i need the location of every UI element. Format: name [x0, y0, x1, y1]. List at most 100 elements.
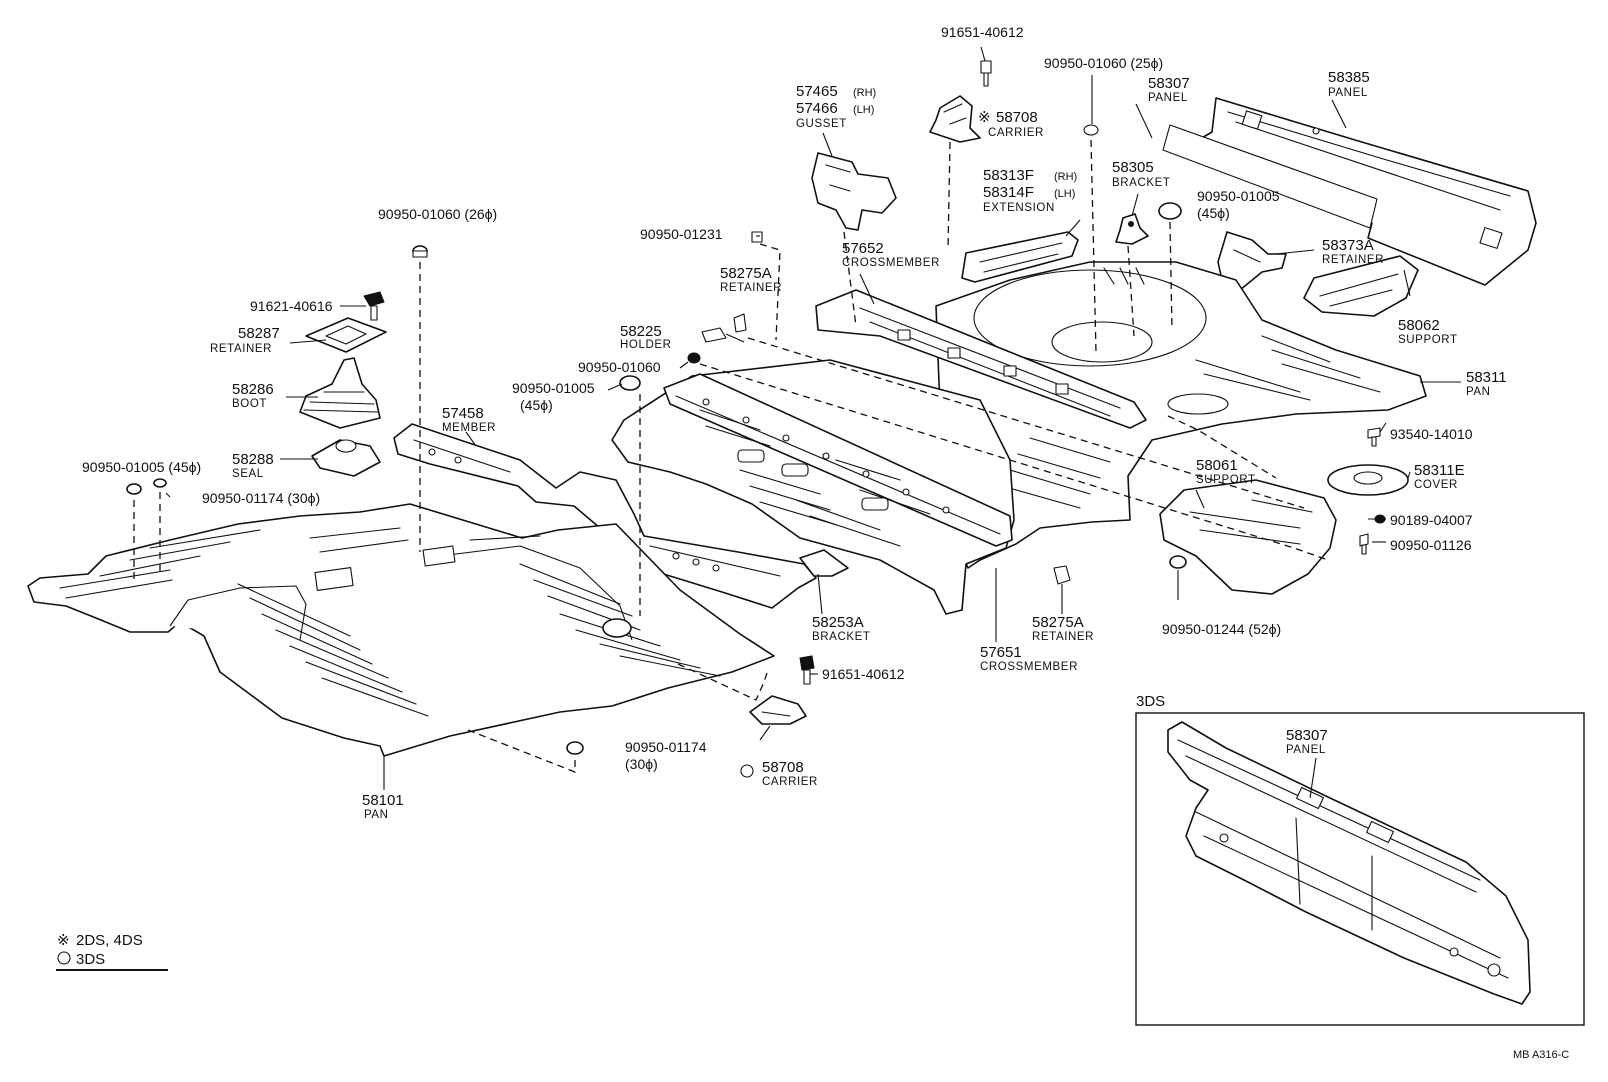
callout-90950-01005-mid: 90950-01005 — [512, 380, 595, 396]
circle-mark — [740, 764, 754, 778]
rear-panel-58385 — [1162, 97, 1537, 286]
label-bracket-top: BRACKET — [1112, 177, 1171, 189]
callout-90950-01005-top: 90950-01005 — [1197, 188, 1280, 204]
callout-58314F: 58314F — [983, 184, 1034, 201]
callout-58311E: 58311E — [1414, 462, 1465, 479]
callout-58101: 58101 — [362, 792, 404, 809]
inset-frame — [1135, 712, 1585, 1026]
label-boot: BOOT — [232, 398, 267, 410]
legend-asterisk-symbol: ※ — [57, 932, 70, 949]
label-holder: HOLDER — [620, 339, 672, 351]
callout-57465-side: (RH) — [853, 87, 876, 99]
member-57458 — [393, 423, 817, 609]
callout-90950-01060-25: 90950-01060 (25ϕ) — [1044, 55, 1163, 71]
callout-58708-bot: 58708 — [762, 759, 804, 776]
callout-45-mid: (45ϕ) — [520, 397, 553, 413]
callout-90950-01174-top: 90950-01174 (30ϕ) — [202, 490, 320, 506]
carrier-58708-top — [929, 60, 992, 143]
callout-90950-01231: 90950-01231 — [640, 226, 723, 242]
callout-93540-14010: 93540-14010 — [1390, 426, 1473, 442]
callout-58253A: 58253A — [812, 614, 864, 631]
callout-30-bot: (30ϕ) — [625, 756, 658, 772]
inset-panel-58307 — [1167, 721, 1531, 1005]
label-support-mid: SUPPORT — [1196, 474, 1256, 486]
callout-58708-top: 58708 — [996, 109, 1038, 126]
callout-58313F: 58313F — [983, 167, 1034, 184]
inset-title: 3DS — [1136, 693, 1165, 710]
callout-58288: 58288 — [232, 451, 274, 468]
callout-57652: 57652 — [842, 240, 884, 257]
label-cover: COVER — [1414, 479, 1458, 491]
label-retainer-bot: RETAINER — [1032, 631, 1094, 643]
plug-30-left — [153, 478, 167, 488]
label-panel-a: PANEL — [1148, 92, 1188, 104]
bolt-91651-bottom — [799, 655, 815, 685]
label-retainer-left: RETAINER — [210, 343, 272, 355]
retainer-58275A-bot — [1053, 565, 1071, 585]
callout-58385: 58385 — [1328, 69, 1370, 86]
support-58061 — [1159, 479, 1337, 595]
callout-58373A: 58373A — [1322, 237, 1374, 254]
inset-3ds: 3DS 58307 PANEL — [1135, 693, 1585, 1026]
label-seal: SEAL — [232, 468, 264, 480]
callout-45-top: (45ϕ) — [1197, 205, 1230, 221]
plug-26 — [412, 245, 428, 258]
label-crossmember-top: CROSSMEMBER — [842, 257, 940, 269]
callout-58287: 58287 — [238, 325, 280, 342]
callout-91621-40616: 91621-40616 — [250, 298, 333, 314]
callout-90950-01005-left: 90950-01005 (45ϕ) — [82, 459, 201, 475]
label-carrier-bot: CARRIER — [762, 776, 818, 788]
callout-91651-40612-bot: 91651-40612 — [822, 666, 905, 682]
callout-58275A-top: 58275A — [720, 265, 772, 282]
legend-circle-text: 3DS — [76, 951, 105, 968]
asterisk-mark: ※ — [978, 109, 991, 126]
retainer-58373A — [1217, 231, 1287, 291]
legend-asterisk-text: 2DS, 4DS — [76, 932, 143, 949]
seal-58288 — [311, 439, 381, 477]
label-extension: EXTENSION — [983, 202, 1055, 214]
support-58062 — [1303, 255, 1419, 317]
bolt-91621 — [363, 291, 385, 321]
retainer-58287 — [305, 317, 387, 353]
callout-57465: 57465 — [796, 83, 838, 100]
screw-90950-01126 — [1359, 533, 1369, 555]
label-carrier-top: CARRIER — [988, 127, 1044, 139]
callout-58062: 58062 — [1398, 317, 1440, 334]
extension-58313F — [961, 231, 1079, 283]
legend: ※ 2DS, 4DS 3DS — [56, 932, 168, 971]
front-floor-pan-58101 — [27, 503, 775, 757]
rear-floor-pan-58311 — [935, 261, 1427, 569]
callout-90950-01126: 90950-01126 — [1390, 537, 1472, 553]
callout-57458: 57458 — [442, 405, 484, 422]
plug-01060-mid — [687, 352, 701, 364]
screw-93540 — [1367, 427, 1381, 447]
label-member: MEMBER — [442, 422, 496, 434]
inset-callout-58307: 58307 — [1286, 727, 1328, 744]
carrier-58708-bottom — [749, 695, 807, 725]
callout-57651: 57651 — [980, 644, 1022, 661]
retainer-58275A-top — [733, 313, 747, 333]
callout-58311: 58311 — [1466, 369, 1507, 386]
bracket-58305 — [1115, 213, 1149, 245]
gusset-57465 — [811, 152, 897, 231]
plug-45-top — [1158, 202, 1182, 220]
plug-45-mid — [619, 375, 641, 391]
label-retainer-right: RETAINER — [1322, 254, 1384, 266]
label-bracket-mid: BRACKET — [812, 631, 871, 643]
label-pan-left: PAN — [364, 809, 389, 821]
label-retainer-top: RETAINER — [720, 282, 782, 294]
callout-58307: 58307 — [1148, 75, 1190, 92]
callout-58061: 58061 — [1196, 457, 1238, 474]
label-support-right: SUPPORT — [1398, 334, 1458, 346]
dashed-assembly-lines — [133, 139, 1329, 773]
bracket-58253A — [799, 549, 849, 577]
inset-label-panel: PANEL — [1286, 744, 1326, 756]
callout-57466-side: (LH) — [853, 104, 874, 116]
holder-58225 — [701, 327, 727, 343]
plug-01231 — [751, 231, 763, 243]
callout-58313F-side: (RH) — [1054, 171, 1077, 183]
boot-58286 — [299, 357, 381, 429]
label-panel-b: PANEL — [1328, 87, 1368, 99]
label-gusset: GUSSET — [796, 118, 847, 130]
